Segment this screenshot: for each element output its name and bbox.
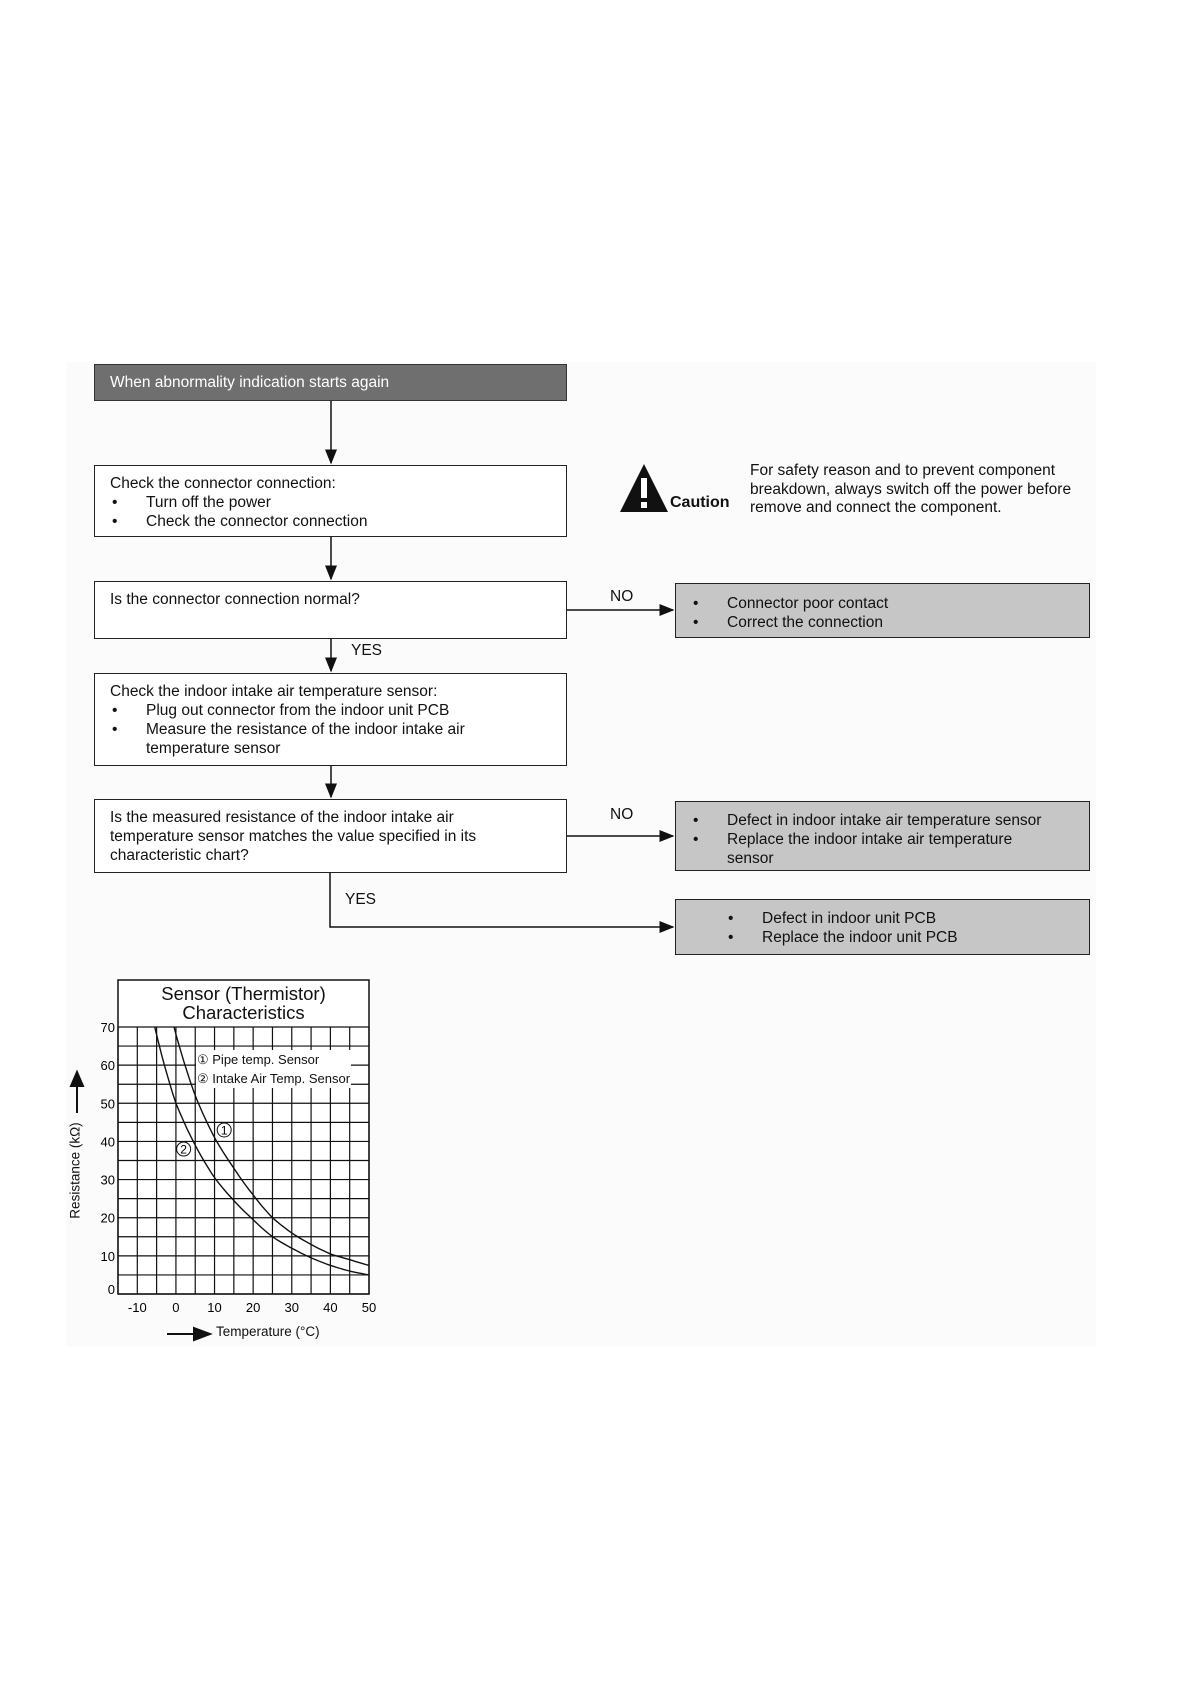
start-box: When abnormality indication starts again: [94, 364, 567, 401]
y-axis-label: Resistance (kΩ): [67, 1122, 83, 1219]
no-label: NO: [610, 588, 634, 605]
question-text: Is the connector connection normal?: [110, 591, 360, 608]
chart-title: Sensor (Thermistor) Characteristics: [161, 983, 326, 1023]
series-marker: [176, 1141, 192, 1157]
up-arrow-icon: [69, 1069, 85, 1113]
y-tick-label: 30: [101, 1173, 115, 1188]
y-tick-label: 20: [101, 1211, 115, 1226]
y-tick-label: 40: [101, 1134, 115, 1149]
series-marker-label: 1: [221, 1123, 228, 1137]
result-item: Defect in indoor intake air temperature …: [691, 811, 1049, 830]
step-item: Check the connector connection: [110, 512, 551, 531]
caution-label: Caution: [670, 494, 730, 511]
question-resistance-match: Is the measured resistance of the indoor…: [94, 799, 567, 873]
chart-legend: ① Pipe temp. Sensor ② Intake Air Temp. S…: [196, 1050, 352, 1088]
step-title: Check the indoor intake air temperature …: [110, 683, 438, 700]
series-line-2: [154, 1026, 370, 1276]
result-item: Correct the connection: [691, 613, 1074, 632]
x-axis-label: Temperature (°C): [216, 1324, 320, 1339]
step-title: Check the connector connection:: [110, 475, 336, 492]
step-check-sensor: Check the indoor intake air temperature …: [94, 673, 567, 766]
yes-label: YES: [345, 891, 377, 908]
result-item: Replace the indoor unit PCB: [726, 928, 1074, 947]
result-pcb-defect: Defect in indoor unit PCBReplace the ind…: [675, 899, 1090, 955]
series-line-1: [173, 1026, 370, 1267]
question-connector-normal: Is the connector connection normal?: [94, 581, 567, 639]
y-tick-label: 10: [101, 1249, 115, 1264]
no-label: NO: [610, 806, 634, 823]
right-arrow-icon: [167, 1326, 213, 1342]
start-text: When abnormality indication starts again: [110, 374, 390, 391]
series-marker: [216, 1122, 232, 1138]
result-item: Connector poor contact: [691, 594, 1074, 613]
y-tick-label: 0: [108, 1282, 115, 1297]
step-check-connector: Check the connector connection: Turn off…: [94, 465, 567, 537]
x-tick-label: -10: [128, 1300, 147, 1315]
step-item: Turn off the power: [110, 493, 551, 512]
result-sensor-defect: Defect in indoor intake air temperature …: [675, 801, 1090, 871]
step-item: Measure the resistance of the indoor int…: [110, 720, 551, 758]
result-connector-poor-contact: Connector poor contactCorrect the connec…: [675, 583, 1090, 638]
question-text: Is the measured resistance of the indoor…: [110, 809, 477, 864]
x-tick-label: 40: [323, 1300, 337, 1315]
x-tick-label: 30: [285, 1300, 299, 1315]
legend-item: ① Pipe temp. Sensor: [197, 1052, 320, 1067]
warning-triangle-icon: [620, 464, 668, 512]
step-item: Plug out connector from the indoor unit …: [110, 701, 551, 720]
result-item: Defect in indoor unit PCB: [726, 909, 1074, 928]
y-tick-label: 60: [101, 1058, 115, 1073]
x-tick-label: 0: [172, 1300, 179, 1315]
result-item: Replace the indoor intake air temperatur…: [691, 830, 1049, 868]
y-tick-label: 50: [101, 1096, 115, 1111]
chart-frame: [117, 979, 370, 1295]
arrow: [329, 873, 675, 933]
x-tick-label: 10: [207, 1300, 221, 1315]
x-tick-label: 20: [246, 1300, 260, 1315]
series-marker-label: 2: [180, 1143, 187, 1157]
yes-label: YES: [351, 642, 383, 659]
y-tick-label: 70: [101, 1020, 115, 1035]
caution-text: For safety reason and to prevent compone…: [750, 462, 1072, 516]
legend-item: ② Intake Air Temp. Sensor: [197, 1071, 351, 1086]
x-tick-label: 50: [362, 1300, 376, 1315]
